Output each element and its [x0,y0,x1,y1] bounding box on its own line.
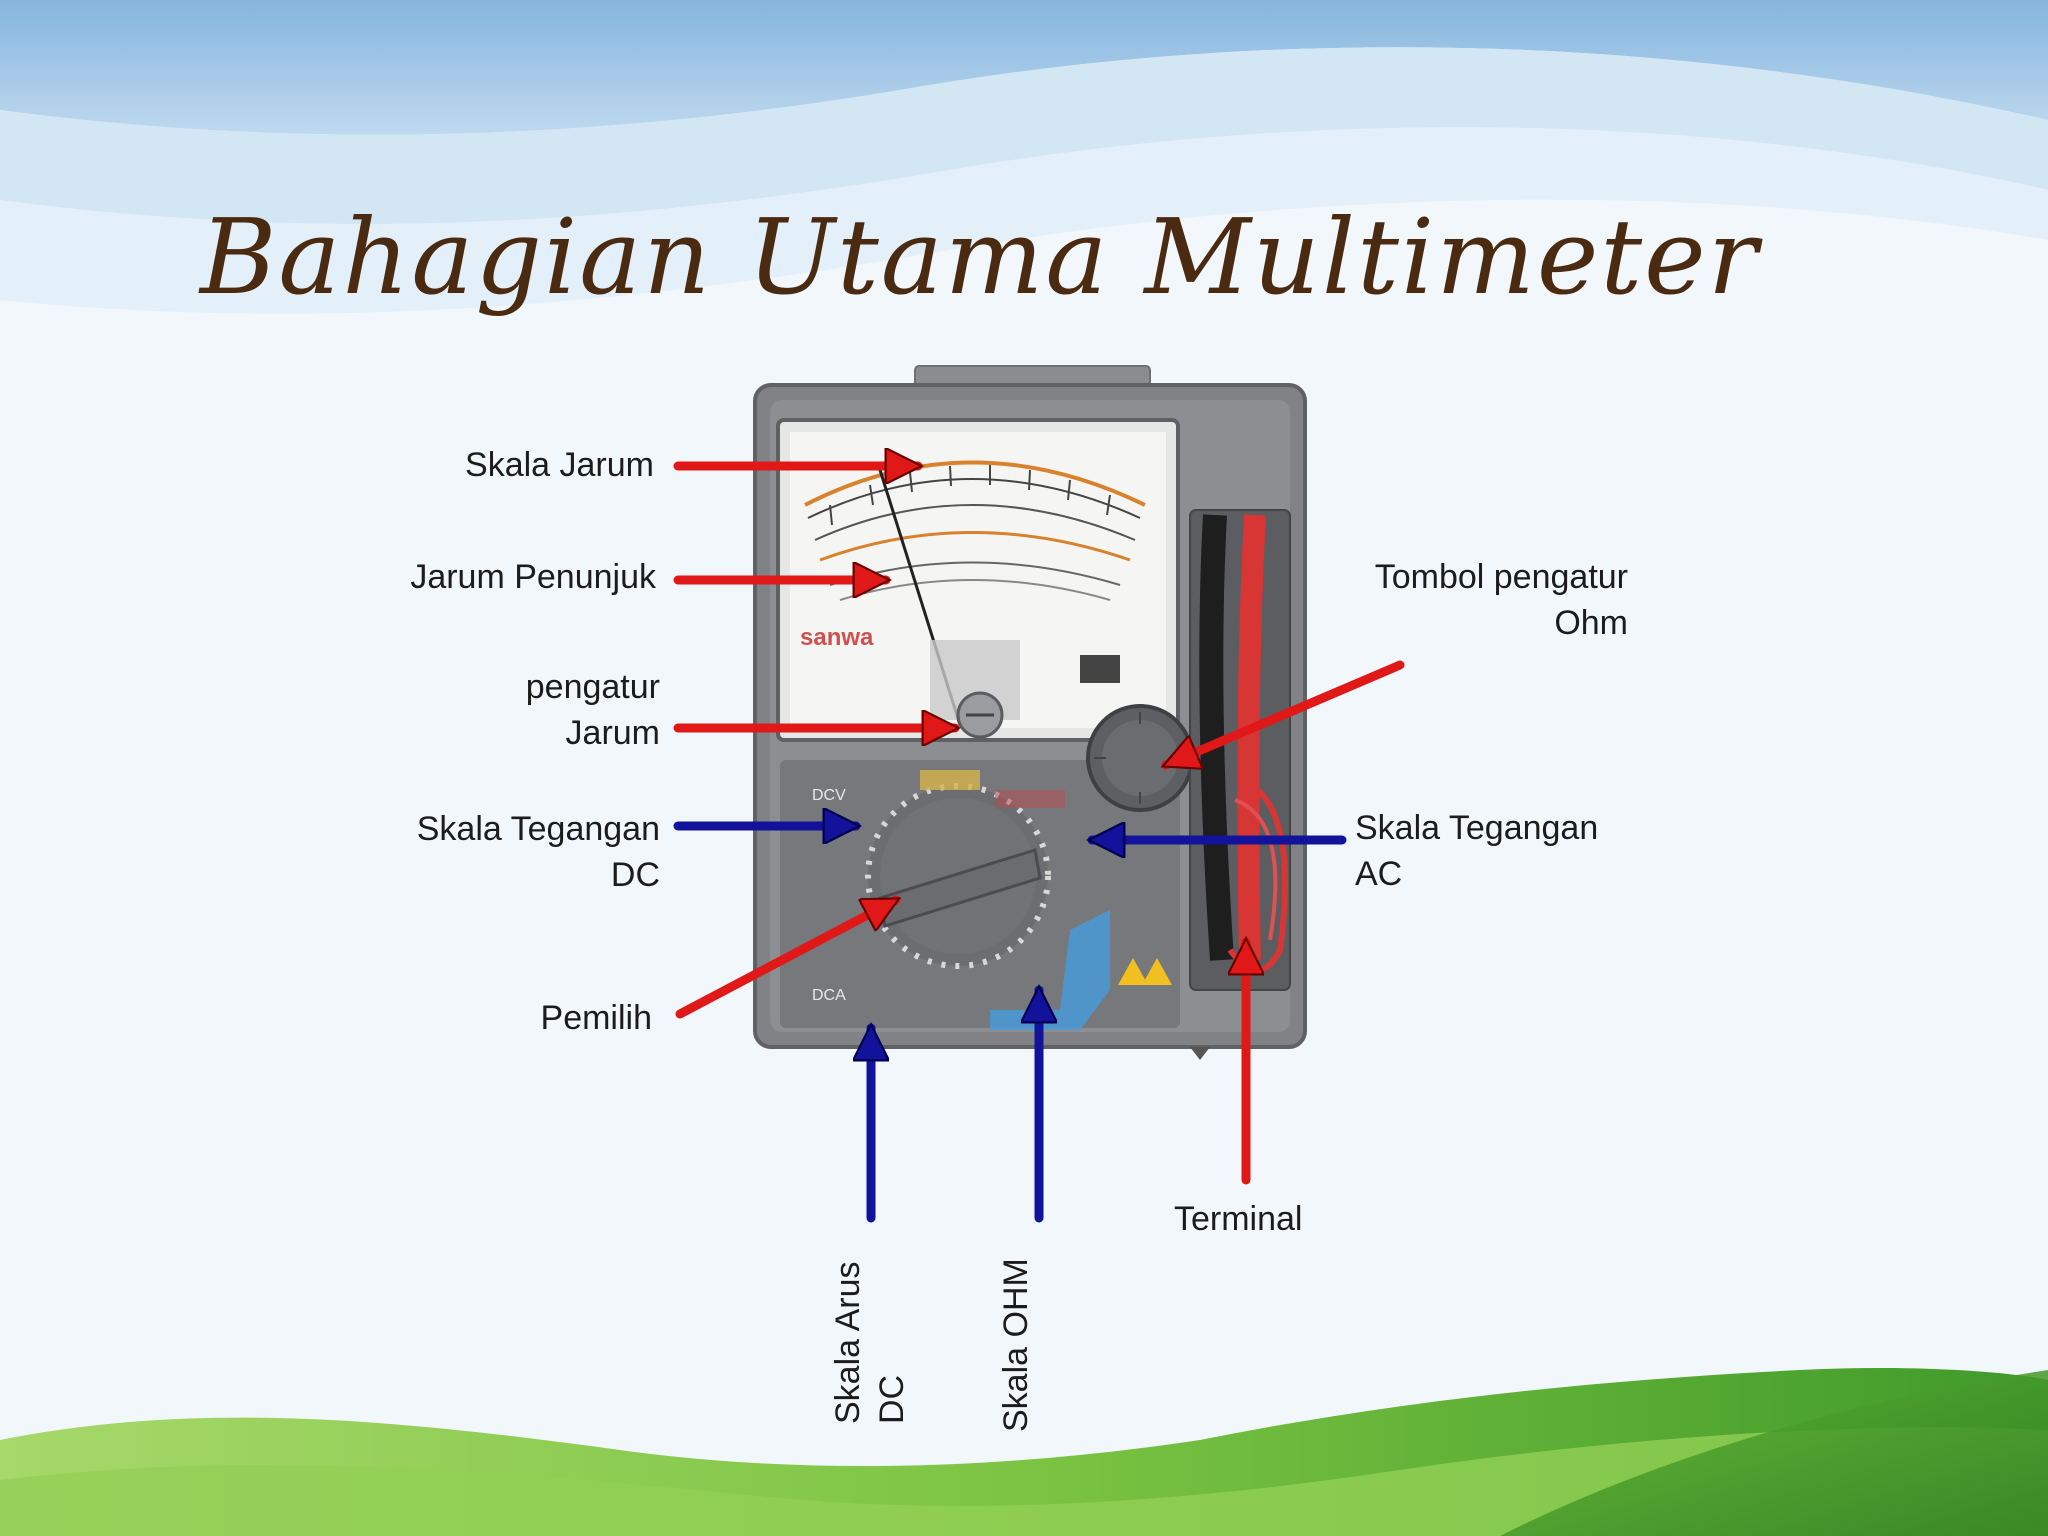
arrow-pemilih [675,895,896,1019]
label-skala-ohm: Skala OHM [997,1258,1035,1432]
label-tombol-pengatur-ohm: Tombol pengatur Ohm [1374,558,1628,642]
arrow-tombol-pengatur-ohm [1166,660,1405,765]
label-pemilih: Pemilih [540,999,652,1037]
label-skala-tegangan-dc: Skala Tegangan DC [416,810,660,894]
label-pengatur-jarum: pengatur Jarum [525,668,660,752]
test-leads [1237,514,1266,961]
label-skala-tegangan-ac: Skala Tegangan AC [1355,809,1599,893]
brand-logo: sanwa [800,624,874,651]
label-jarum-penunjuk: Jarum Penunjuk [410,558,656,596]
svg-text:DCA: DCA [812,987,846,1004]
svg-text:DCV: DCV [812,787,846,804]
page-title: Bahagian Utama Multimeter [200,196,1760,318]
label-skala-jarum: Skala Jarum [465,446,654,484]
label-terminal: Terminal [1174,1200,1303,1238]
scale-arc-top [804,460,1146,507]
label-skala-arus-dc: Skala Arus DC [829,1261,911,1424]
